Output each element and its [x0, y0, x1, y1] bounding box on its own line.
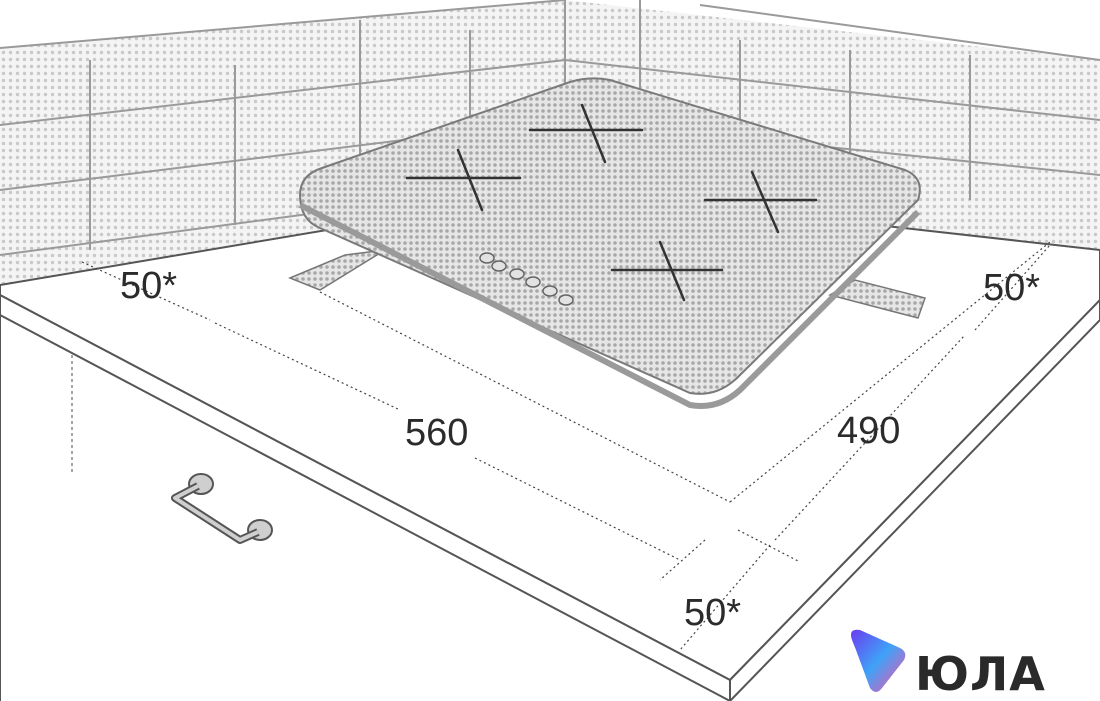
countertop — [0, 188, 1100, 701]
clearance-front-label: 50* — [684, 592, 741, 634]
dimension-lines — [81, 241, 1051, 651]
brand-name: ЮЛА — [915, 647, 1046, 701]
drawer-handle — [171, 473, 273, 544]
width-label: 560 — [405, 412, 468, 454]
control-buttons — [479, 252, 574, 306]
burner-1-v — [580, 103, 607, 164]
clearance-left-label: 50* — [120, 265, 177, 307]
clearance-right-label: 50* — [983, 267, 1040, 309]
depth-label: 490 — [837, 410, 900, 452]
cooktop — [298, 77, 921, 409]
logo-mark-icon — [851, 629, 906, 692]
burner-marks — [405, 103, 818, 302]
burner-2-v — [456, 148, 484, 212]
burner-3-v — [750, 170, 780, 234]
brand-logo: ЮЛА — [851, 629, 1046, 701]
burner-4-v — [658, 240, 686, 302]
